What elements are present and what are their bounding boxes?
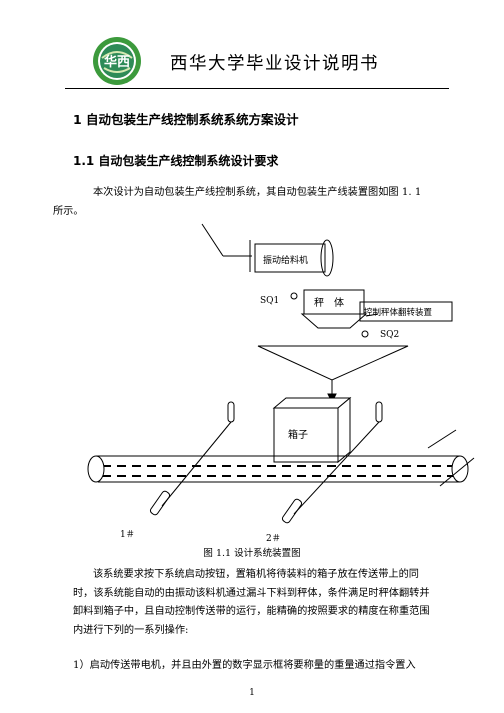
subsection-heading: 1.1 自动包装生产线控制系统设计要求 (73, 154, 279, 168)
para1-line1: 本次设计为自动包装生产线控制系统，其自动包装生产线装置图如图 1. 1 (93, 187, 422, 198)
feeder-label: 振动给料机 (263, 254, 308, 266)
control-label: 控制秤体翻转装置 (364, 307, 433, 318)
university-logo: 华西 (93, 37, 141, 85)
para2-line1: 该系统要求按下系统启动按钮，置箱机将待装料的箱子放在传送带上的同 (93, 569, 419, 580)
sensor2-upper (375, 401, 383, 423)
sensor2-lower (281, 498, 303, 524)
left-roller (87, 455, 105, 483)
para2-line4: 内进行下列的一系列操作: (73, 624, 189, 636)
sq1-label: SQ1 (260, 296, 279, 306)
section-heading: 1 自动包装生产线控制系统系统方案设计 (73, 112, 299, 127)
sensor1-upper (227, 401, 235, 423)
para2-line3: 卸料到箱子中，且自动控制传送带的运行，能精确的按照要求的精度在称重范围 (73, 606, 430, 617)
vibratory-feeder (254, 243, 326, 273)
funnel (257, 345, 409, 381)
scale-hopper (300, 313, 368, 329)
intro-paragraph: 本次设计为自动包装生产线控制系统，其自动包装生产线装置图如图 1. 1 所示。 (53, 184, 435, 221)
requirements-paragraph: 该系统要求按下系统启动按钮，置箱机将待装料的箱子放在传送带上的同 时，该系统能自… (73, 566, 435, 640)
para2-line2: 时，该系统能自动的由振动该料机通过漏斗下料到秤体，条件满足时秤体翻转并 (73, 587, 430, 599)
header-title: 西华大学毕业设计说明书 (170, 54, 379, 74)
scale-label: 秤 体 (314, 297, 344, 309)
svg-text:华西: 华西 (104, 54, 130, 70)
box-top (272, 397, 352, 409)
sq2-sensor (361, 330, 369, 338)
page-number: 1 (249, 688, 255, 698)
sensor1-label: 1＃ (120, 529, 135, 540)
header-rule (65, 88, 449, 89)
sensor2-beam (293, 421, 380, 515)
packaging-line-diagram: 振动给料机 SQ1 秤 体 控制秤体翻转装置 SQ2 箱子 1＃ 2＃ (87, 223, 475, 544)
box-side (337, 396, 351, 464)
flip-control-device (359, 301, 453, 322)
feeder-end (320, 239, 334, 277)
sq1-sensor (290, 292, 298, 300)
sq2-label: SQ2 (380, 330, 399, 340)
figure-caption: 图 1.1 设计系统装置图 (203, 548, 301, 559)
para1-line2: 所示。 (53, 205, 84, 217)
sensor2-label: 2＃ (266, 533, 281, 544)
feed-line (201, 223, 224, 257)
sensor1-beam (161, 421, 232, 507)
step-1-paragraph: 1）启动传送带电机，并且由外置的数字显示框将要称量的重量通过指令置入 (73, 660, 416, 671)
box-front (273, 407, 339, 463)
box-label: 箱子 (288, 428, 308, 441)
sensor1-lower (149, 490, 171, 516)
